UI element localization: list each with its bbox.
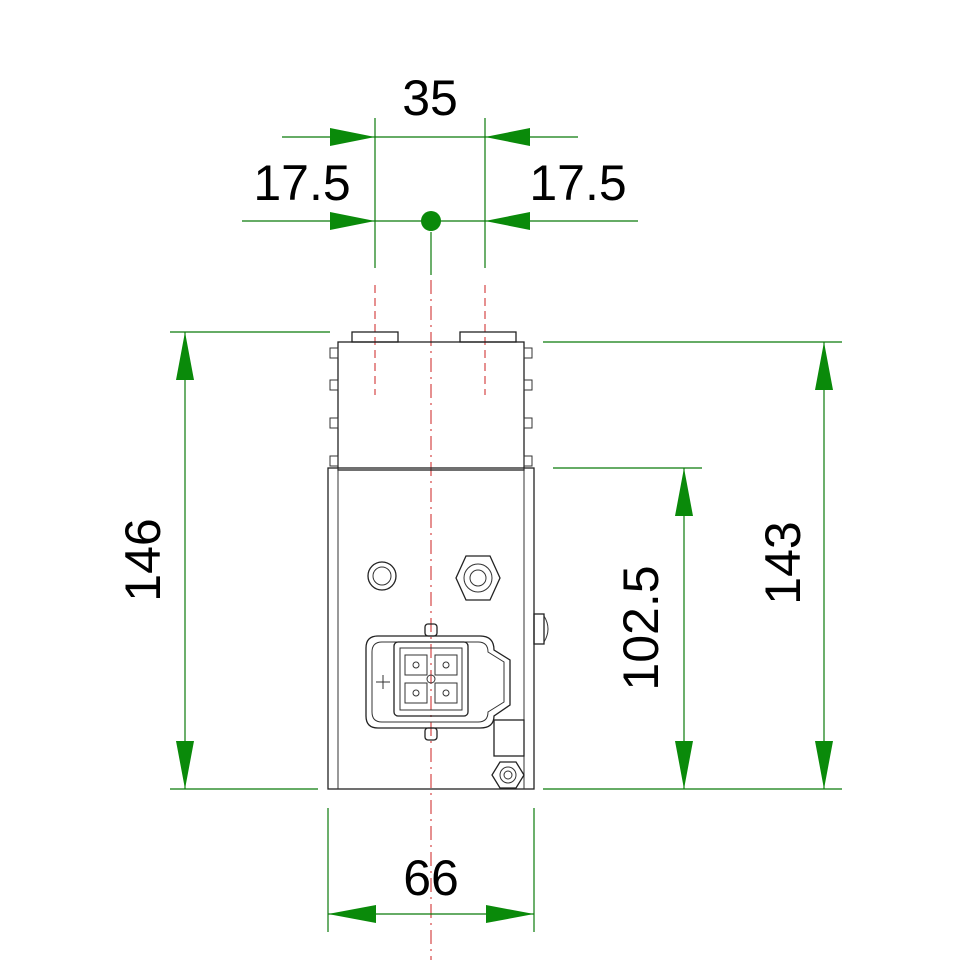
terminal-box	[493, 719, 525, 757]
electrical-connector	[365, 623, 511, 741]
dimension-35: 35	[282, 70, 578, 146]
dimension-66: 66	[327, 808, 535, 932]
dimension-102-5: 102.5	[553, 467, 702, 789]
dim-text-17-5-right: 17.5	[529, 155, 626, 211]
dimension-17-5-pair: 17.5 17.5	[242, 155, 638, 231]
dim-text-17-5-left: 17.5	[253, 155, 350, 211]
dim-text-66: 66	[403, 850, 459, 906]
dim-text-143: 143	[755, 521, 811, 604]
side-fins-right	[523, 347, 533, 467]
part-body	[327, 331, 549, 790]
top-extension-lines	[374, 118, 486, 275]
side-fins-left	[329, 347, 339, 467]
hex-nut-lower	[491, 761, 525, 789]
dim-text-102-5: 102.5	[613, 565, 669, 690]
centerlines	[374, 280, 486, 960]
bolt-head-right	[459, 331, 517, 343]
round-plug	[367, 561, 397, 591]
hex-nut-upper	[455, 555, 501, 601]
dimension-143: 143	[543, 341, 842, 790]
bolt-head-left	[351, 331, 399, 343]
dim-text-146: 146	[115, 518, 171, 601]
dimension-146: 146	[115, 331, 330, 790]
center-point-marker	[421, 211, 441, 231]
dim-text-35: 35	[402, 70, 458, 126]
side-knob	[533, 613, 549, 645]
